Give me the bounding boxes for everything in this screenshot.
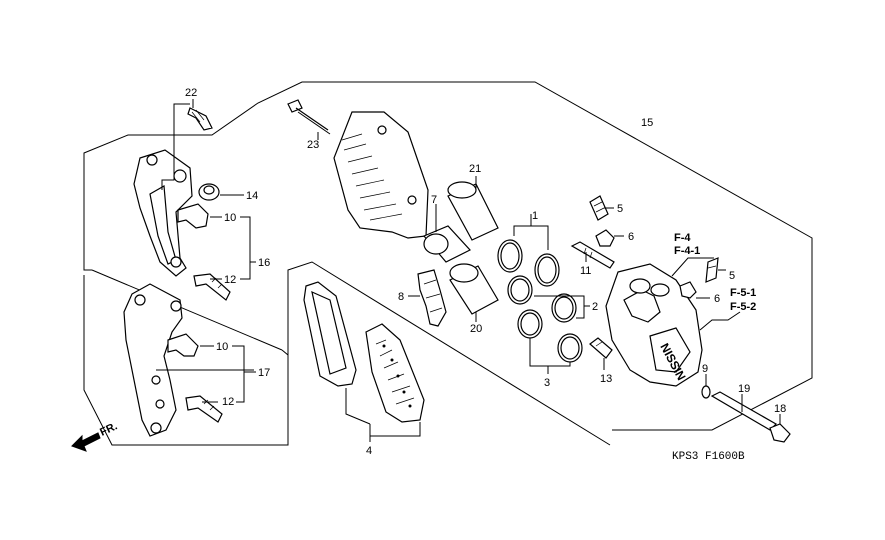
seal-3 (517, 309, 583, 374)
pad-spring-8 (408, 269, 447, 327)
leader-16 (161, 103, 256, 280)
pad-spring-10-upper (177, 203, 222, 229)
bolt-23 (287, 99, 331, 140)
pad-spring-10-lower (167, 333, 214, 357)
brake-pad-inner (365, 323, 425, 423)
caliper-bracket-upper (133, 149, 193, 277)
callout-21: 21 (469, 163, 481, 175)
callout-12-upper: 12 (224, 274, 236, 286)
piston-21 (447, 176, 499, 241)
callout-5-upper: 5 (617, 203, 623, 215)
caliper-body-half (333, 111, 429, 239)
callout-16: 16 (258, 257, 270, 269)
pin-11 (570, 241, 615, 269)
cap-6-lower (679, 281, 710, 299)
group-outline-bracket-17 (83, 275, 289, 446)
callout-18: 18 (774, 403, 786, 415)
callout-13: 13 (600, 373, 612, 385)
washer-9 (701, 374, 711, 399)
callout-12-lower: 12 (222, 396, 234, 408)
brake-pad-outer (303, 281, 357, 387)
bleeder-5-lower (705, 257, 726, 283)
cap-6-upper (595, 229, 624, 247)
seal-2 (507, 275, 590, 323)
callout-6-lower: 6 (714, 293, 720, 305)
callout-9: 9 (702, 363, 708, 375)
ref-f4: F-4 (674, 232, 691, 244)
callout-14: 14 (246, 190, 258, 202)
callout-3: 3 (544, 377, 550, 389)
callout-20: 20 (470, 323, 482, 335)
pin-19 (710, 391, 777, 431)
callout-1: 1 (532, 210, 538, 222)
boot-14 (198, 183, 244, 201)
group-outline-bracket-16 (83, 175, 283, 351)
ref-f5-2: F-5-2 (730, 301, 756, 313)
callouts: 22 23 21 15 14 10 16 12 10 17 12 7 1 2 3… (185, 87, 786, 457)
ref-f4-1: F-4-1 (674, 245, 700, 257)
callout-15: 15 (641, 117, 653, 129)
caliper-body-main: NISSIN (605, 263, 703, 387)
leader-17 (156, 345, 256, 403)
arrow-icon (71, 432, 101, 452)
callout-10-lower: 10 (216, 341, 228, 353)
callout-8: 8 (398, 291, 404, 303)
bolt-13 (589, 337, 613, 370)
callout-2: 2 (592, 301, 598, 313)
callout-19: 19 (738, 383, 750, 395)
leader-4 (345, 388, 421, 442)
seal-1 (497, 214, 560, 287)
piston-7 (423, 204, 471, 263)
callout-11: 11 (580, 265, 591, 277)
bleeder-5-upper (589, 195, 614, 221)
callout-5-lower: 5 (729, 270, 735, 282)
pin-12-upper (193, 273, 231, 301)
callout-22: 22 (185, 87, 197, 99)
group-outline-pads (287, 261, 611, 446)
plug-18 (769, 414, 791, 443)
caliper-bracket-lower (123, 283, 183, 437)
pin-12-lower (185, 395, 223, 423)
piston-20 (449, 263, 499, 322)
callout-7: 7 (431, 194, 437, 206)
callout-10-upper: 10 (224, 212, 236, 224)
bolt-22 (187, 99, 213, 131)
ref-leaders (671, 257, 741, 331)
ref-f5-1: F-5-1 (730, 287, 756, 299)
function-refs: F-4 F-4-1 F-5-1 F-5-2 (674, 232, 756, 313)
callout-4: 4 (366, 445, 372, 457)
callout-6-upper: 6 (628, 231, 634, 243)
callout-23: 23 (307, 139, 319, 151)
group-outline-15 (83, 81, 813, 431)
front-direction-arrow: FR. (71, 420, 119, 452)
callout-17: 17 (258, 367, 270, 379)
drawing-code: KPS3 F1600B (672, 451, 745, 463)
